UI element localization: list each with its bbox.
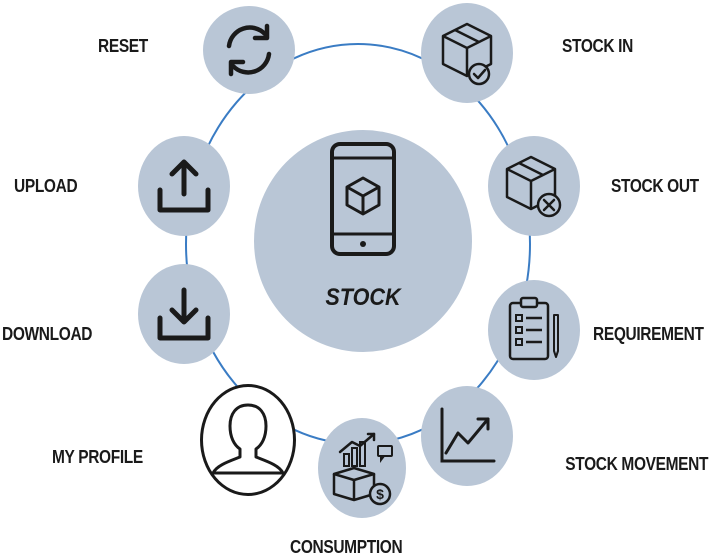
user-profile-icon bbox=[211, 403, 285, 475]
upload-icon bbox=[157, 159, 211, 213]
stock-in-label[interactable]: STOCK IN bbox=[562, 36, 633, 56]
my-profile-node[interactable] bbox=[200, 384, 296, 496]
upload-node[interactable] bbox=[138, 136, 230, 236]
my-profile-label[interactable]: MY PROFILE bbox=[52, 447, 143, 467]
box-x-icon bbox=[505, 155, 562, 218]
stock-movement-node[interactable] bbox=[421, 386, 513, 486]
download-icon bbox=[157, 287, 211, 341]
box-check-icon bbox=[441, 22, 493, 86]
requirement-label[interactable]: REQUIREMENT bbox=[593, 324, 704, 344]
requirement-node[interactable] bbox=[488, 280, 580, 380]
trend-chart-icon bbox=[440, 407, 496, 463]
consumption-icon: $ bbox=[332, 432, 393, 506]
download-node[interactable] bbox=[138, 264, 230, 364]
refresh-icon bbox=[226, 23, 272, 77]
svg-text:$: $ bbox=[376, 486, 384, 502]
stock-movement-label[interactable]: STOCK MOVEMENT bbox=[565, 454, 708, 474]
phone-cube-icon bbox=[330, 142, 396, 256]
reset-label[interactable]: RESET bbox=[98, 36, 148, 56]
stock-in-node[interactable] bbox=[421, 3, 513, 103]
stock-hub[interactable]: STOCK bbox=[254, 130, 472, 352]
upload-label[interactable]: UPLOAD bbox=[14, 176, 78, 196]
stock-out-label[interactable]: STOCK OUT bbox=[611, 176, 699, 196]
download-label[interactable]: DOWNLOAD bbox=[2, 324, 93, 344]
reset-node[interactable] bbox=[203, 6, 295, 94]
consumption-node[interactable]: $ bbox=[318, 418, 406, 518]
consumption-label[interactable]: CONSUMPTION bbox=[290, 537, 403, 557]
stock-out-node[interactable] bbox=[488, 136, 580, 236]
stock-label: STOCK bbox=[325, 284, 401, 311]
clipboard-checklist-icon bbox=[508, 296, 559, 361]
